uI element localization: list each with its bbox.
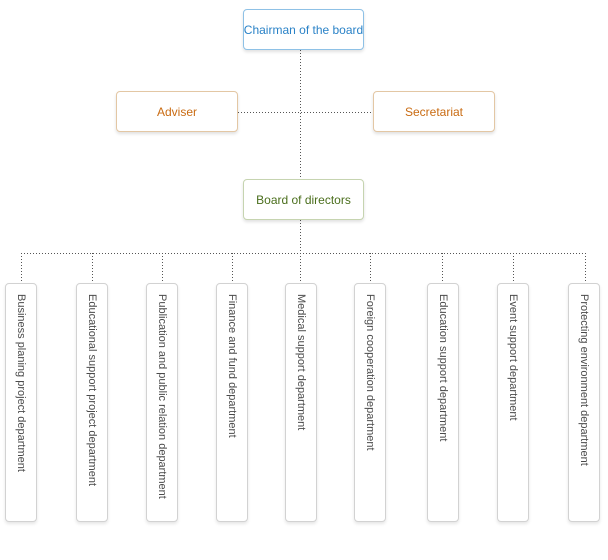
department-finance-fund: Finance and fund department [216,283,248,522]
department-label: Publication and public relation departme… [156,294,168,499]
department-label: Business planing project department [15,294,27,472]
department-label: Event support department [507,294,519,421]
department-label: Foreign cooperation department [364,294,376,451]
department-label: Protecting environment department [578,294,590,466]
department-protecting-environment: Protecting environment department [568,283,600,522]
department-education-support: Education support department [427,283,459,522]
board-of-directors-box: Board of directors [243,179,364,220]
adviser-label: Adviser [156,104,197,119]
adviser-box: Adviser [116,91,238,132]
secretariat-box: Secretariat [373,91,495,132]
department-business-planning: Business planing project department [5,283,37,522]
chairman-box: Chairman of the board [243,9,364,50]
department-label: Education support department [437,294,449,442]
department-educational-support-project: Educational support project department [76,283,108,522]
chairman-label: Chairman of the board [243,22,364,37]
department-medical-support: Medical support department [285,283,317,522]
department-label: Educational support project department [86,294,98,487]
department-label: Finance and fund department [226,294,238,438]
secretariat-label: Secretariat [404,104,464,119]
department-label: Medical support department [295,294,307,431]
department-publication-public-relation: Publication and public relation departme… [146,283,178,522]
board-label: Board of directors [256,192,351,207]
department-event-support: Event support department [497,283,529,522]
department-foreign-cooperation: Foreign cooperation department [354,283,386,522]
